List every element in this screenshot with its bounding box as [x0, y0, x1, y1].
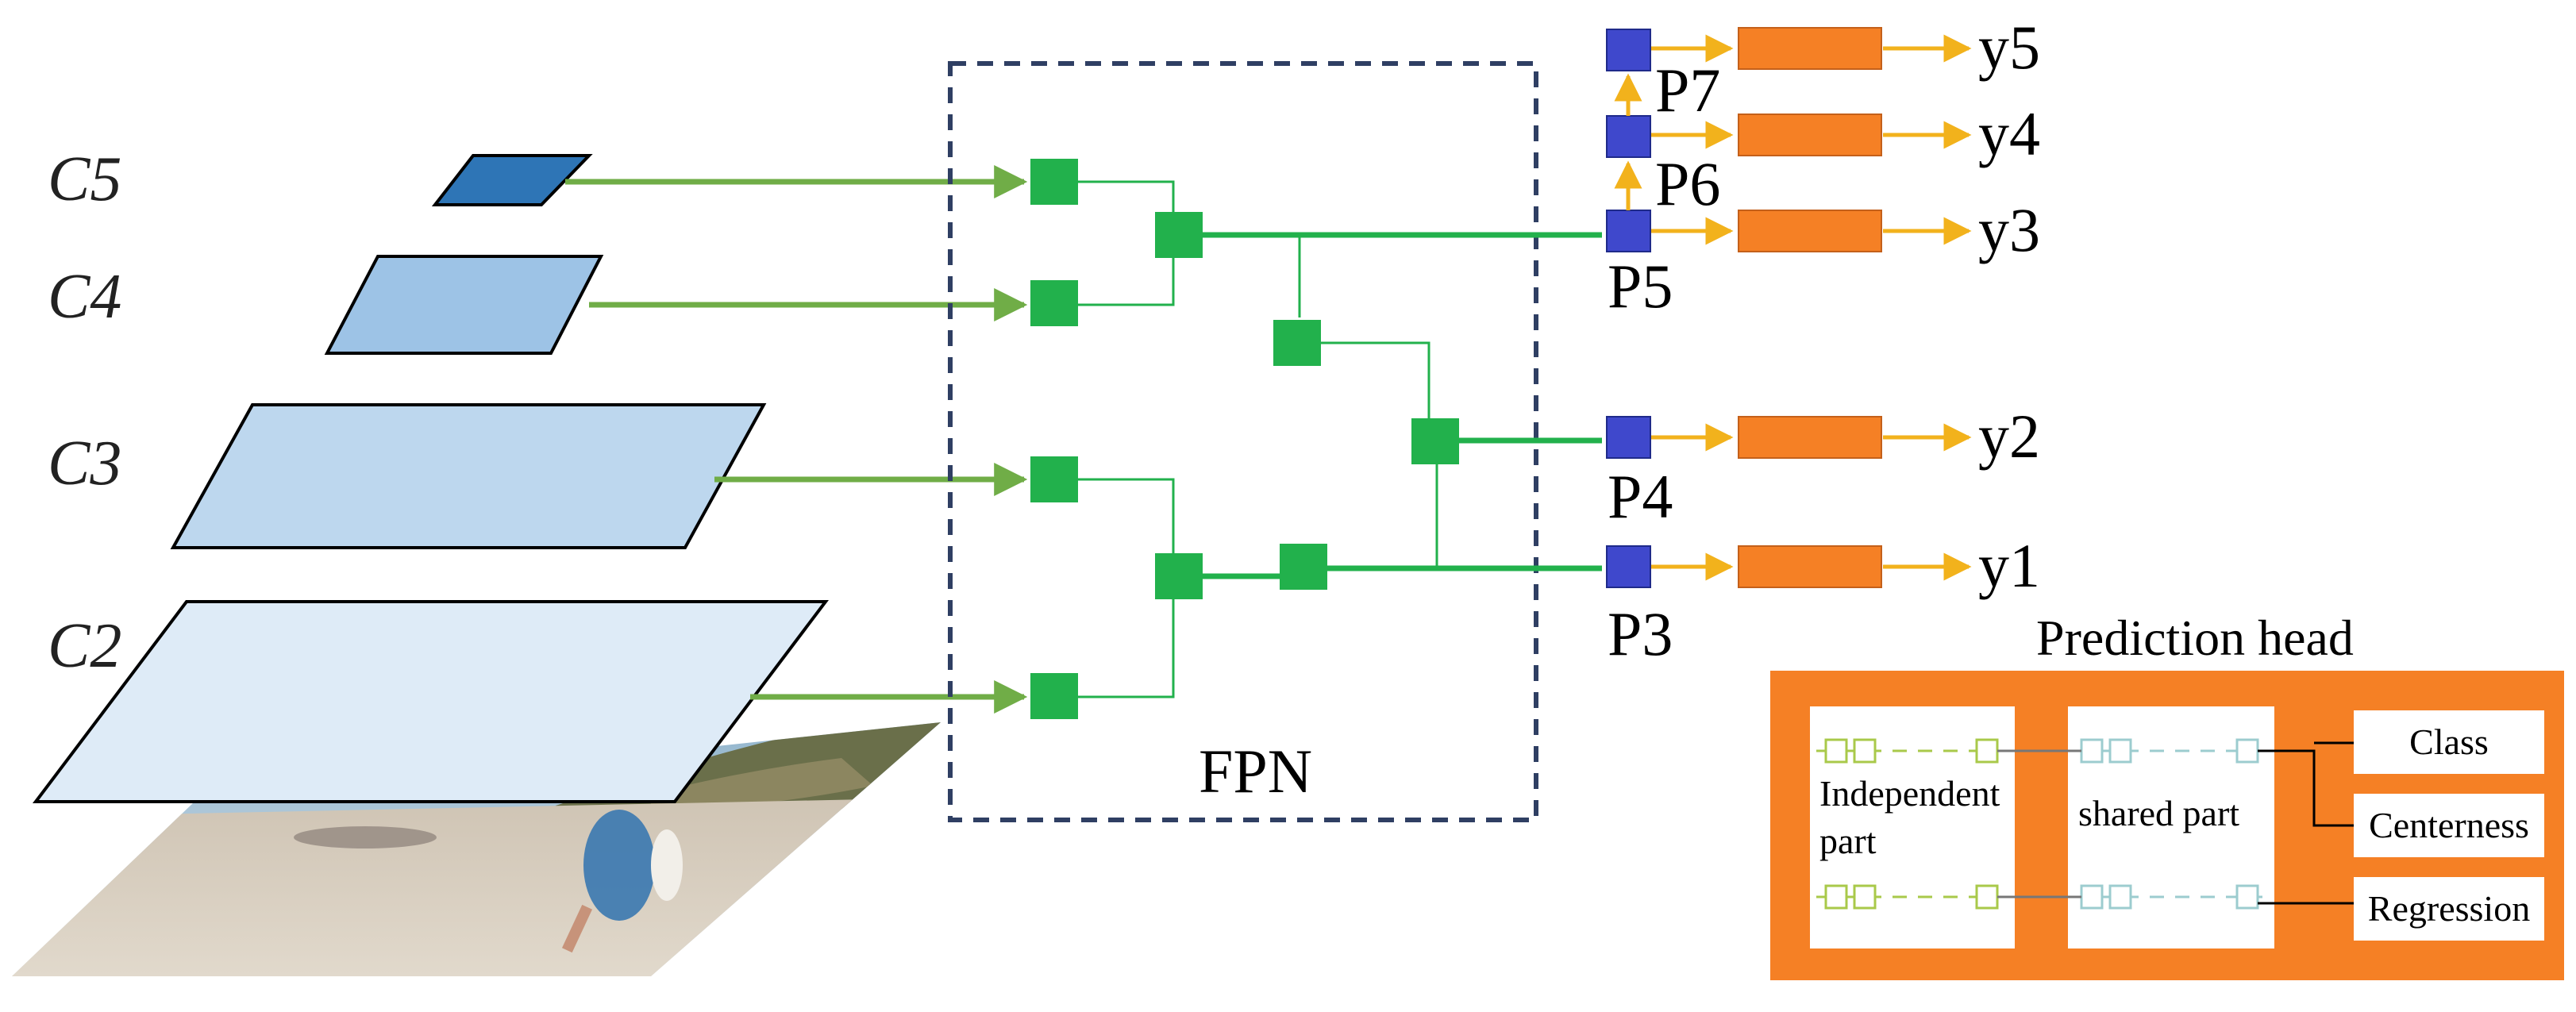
c5-feature-map [431, 154, 593, 206]
label-y3: y3 [1978, 195, 2040, 264]
fpn-node [1280, 544, 1327, 590]
fpn-node [1030, 456, 1078, 502]
label-c5: C5 [48, 144, 121, 214]
label-p3: P3 [1608, 599, 1673, 668]
independent-part-label: Independent [1819, 773, 2000, 814]
head-blocks [1738, 27, 1882, 588]
head-output-links [2258, 741, 2354, 905]
label-p4: P4 [1608, 462, 1673, 531]
p3-node [1606, 545, 1651, 588]
p4-node [1606, 416, 1651, 459]
head-block [1738, 416, 1882, 459]
fpn-node [1030, 673, 1078, 719]
label-p6: P6 [1655, 149, 1720, 218]
class-output-label: Class [2409, 721, 2489, 762]
head-block [1738, 545, 1882, 588]
label-p5: P5 [1608, 252, 1673, 321]
c2-feature-map [32, 600, 830, 803]
fpn-node [1155, 212, 1203, 258]
shared-part-units [2074, 738, 2262, 910]
independent-part-units [1816, 738, 2002, 910]
centerness-output-box [2354, 794, 2544, 857]
fpn-node [1273, 320, 1321, 366]
regression-output-label: Regression [2368, 888, 2530, 929]
label-c4: C4 [48, 262, 121, 332]
centerness-output-label: Centerness [2369, 805, 2529, 845]
label-y4: y4 [1978, 99, 2040, 168]
fpn-outputs [1184, 232, 1602, 579]
head-arrows [1651, 34, 1972, 581]
head-links [1997, 749, 2081, 898]
label-p7: P7 [1655, 56, 1720, 125]
c4-feature-map [324, 255, 604, 355]
independent-part-label-line2: part [1819, 821, 1877, 861]
label-c2: C2 [48, 611, 121, 681]
label-y2: y2 [1978, 402, 2040, 471]
class-output-box [2354, 710, 2544, 774]
shared-part-label: shared part [2078, 793, 2239, 833]
label-c3: C3 [48, 429, 121, 498]
prediction-head-title: Prediction head [2036, 610, 2354, 666]
fpn-node [1030, 280, 1078, 326]
p7-node [1606, 29, 1651, 71]
fpn-nodes [1030, 159, 1459, 719]
fpn-node [1030, 159, 1078, 205]
fpn-node [1411, 418, 1459, 464]
c3-feature-map [170, 403, 767, 549]
fpn-node [1155, 553, 1203, 599]
p6-node [1606, 115, 1651, 158]
fpn-connectors [1078, 180, 1438, 698]
fpn-label: FPN [1199, 737, 1312, 806]
head-block [1738, 114, 1882, 156]
pyramid-nodes [1606, 29, 1651, 588]
label-y5: y5 [1978, 13, 2040, 82]
head-block [1738, 27, 1882, 70]
head-block [1738, 210, 1882, 252]
p5-node [1606, 210, 1651, 252]
label-y1: y1 [1978, 531, 2040, 600]
fpn-box [948, 61, 1538, 822]
regression-output-box [2354, 877, 2544, 941]
